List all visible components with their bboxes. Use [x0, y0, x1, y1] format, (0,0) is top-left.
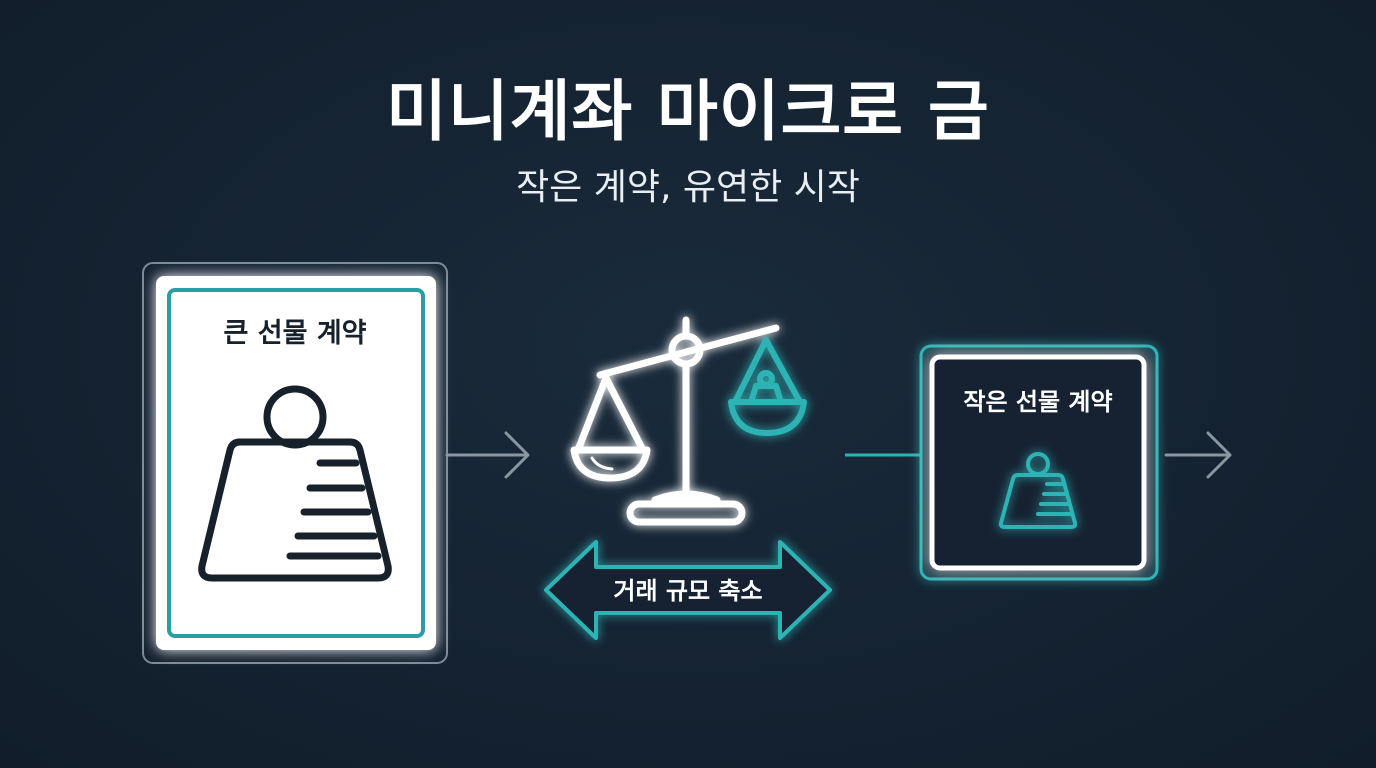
small-contract-card: 작은 선물 계약 — [919, 344, 1159, 581]
large-weight-icon — [198, 385, 392, 582]
scale-reduction-double-arrow — [544, 540, 832, 640]
large-card-outer-frame — [142, 262, 448, 664]
small-card-outer-frame — [919, 344, 1159, 581]
large-contract-card: 큰 선물 계약 — [142, 262, 448, 664]
page-title: 미니계좌 마이크로 금 — [386, 73, 990, 150]
small-weight-icon — [998, 452, 1078, 529]
small-card-body — [929, 354, 1147, 571]
page-subtitle: 작은 계약, 유연한 시작 — [516, 167, 860, 208]
connector-arrow-1 — [445, 431, 530, 479]
large-card-label: 큰 선물 계약 — [224, 318, 367, 349]
scale-reduction-label: 거래 규모 축소 — [613, 577, 762, 605]
small-card-label: 작은 선물 계약 — [963, 388, 1112, 416]
connector-arrow-3 — [1164, 431, 1232, 479]
balance-scale-icon — [570, 316, 807, 526]
large-card-inner-frame — [167, 288, 425, 638]
